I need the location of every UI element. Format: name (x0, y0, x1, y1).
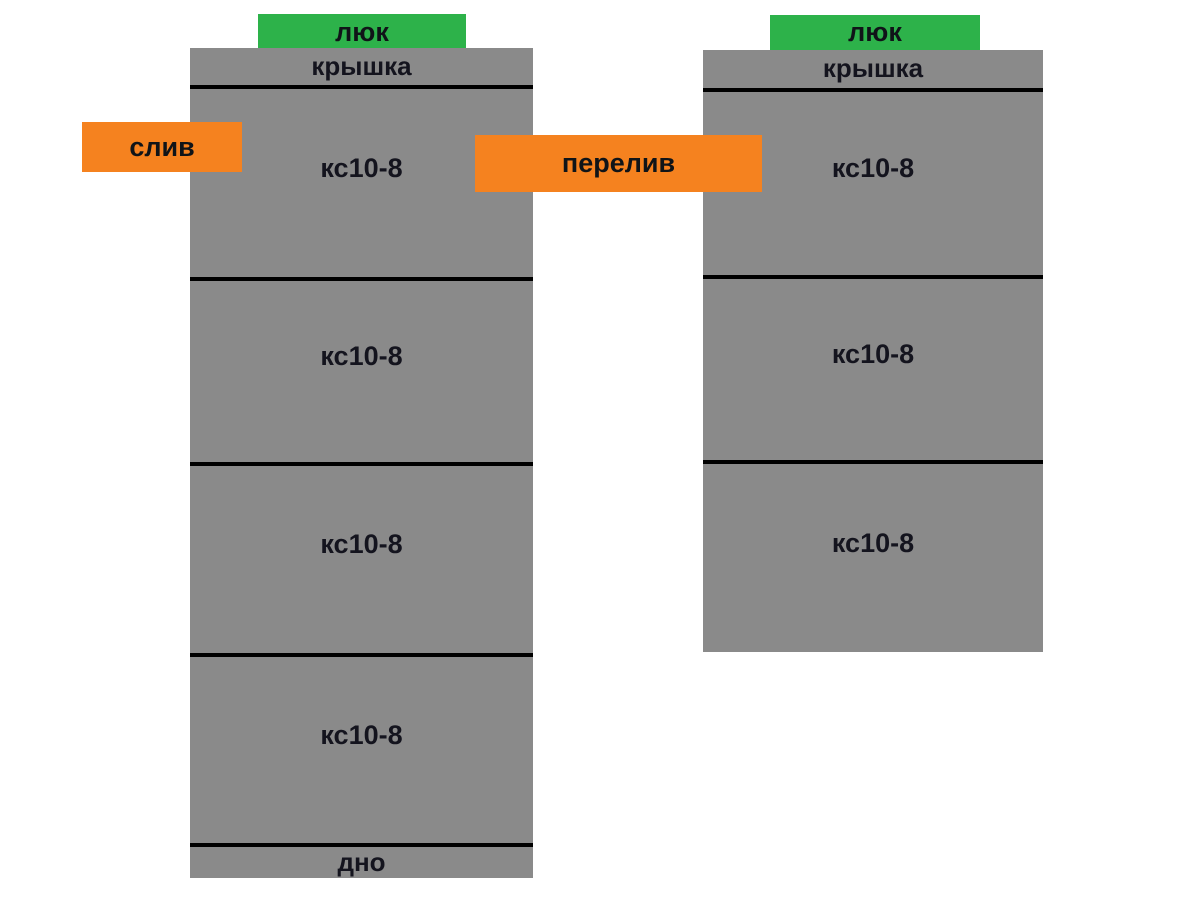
right-cover-strip: крышка (703, 50, 1043, 92)
ring-label: кс10-8 (831, 153, 915, 183)
right-cover-label: крышка (822, 53, 924, 83)
drain-pipe-block: слив (82, 122, 242, 172)
right-hatch-label: люк (848, 17, 902, 47)
right-ring-section-2: кс10-8 (703, 279, 1043, 464)
overflow-label: перелив (561, 148, 676, 178)
overflow-pipe-block: перелив (475, 135, 762, 192)
ring-label: кс10-8 (831, 339, 915, 369)
ring-label: кс10-8 (320, 719, 403, 750)
right-ring-section-3: кс10-8 (703, 464, 1043, 652)
left-cover-label: крышка (311, 51, 412, 81)
drain-label: слив (129, 131, 195, 162)
left-hatch-block: люк (258, 14, 466, 50)
ring-label: кс10-8 (320, 341, 403, 371)
left-ring-section-1: кс10-8 (190, 89, 533, 281)
right-ring-section-1: кс10-8 (703, 92, 1043, 279)
right-hatch-block: люк (770, 15, 980, 50)
left-ring-section-4: кс10-8 (190, 657, 533, 847)
ring-label: кс10-8 (831, 527, 915, 558)
ring-label: кс10-8 (320, 529, 403, 559)
left-hatch-label: люк (335, 16, 389, 47)
left-bottom-label: дно (337, 847, 386, 877)
left-cover-strip: крышка (190, 48, 533, 89)
left-bottom-strip: дно (190, 847, 533, 878)
left-ring-section-3: кс10-8 (190, 466, 533, 657)
ring-label: кс10-8 (320, 152, 403, 183)
left-ring-section-2: кс10-8 (190, 281, 533, 466)
